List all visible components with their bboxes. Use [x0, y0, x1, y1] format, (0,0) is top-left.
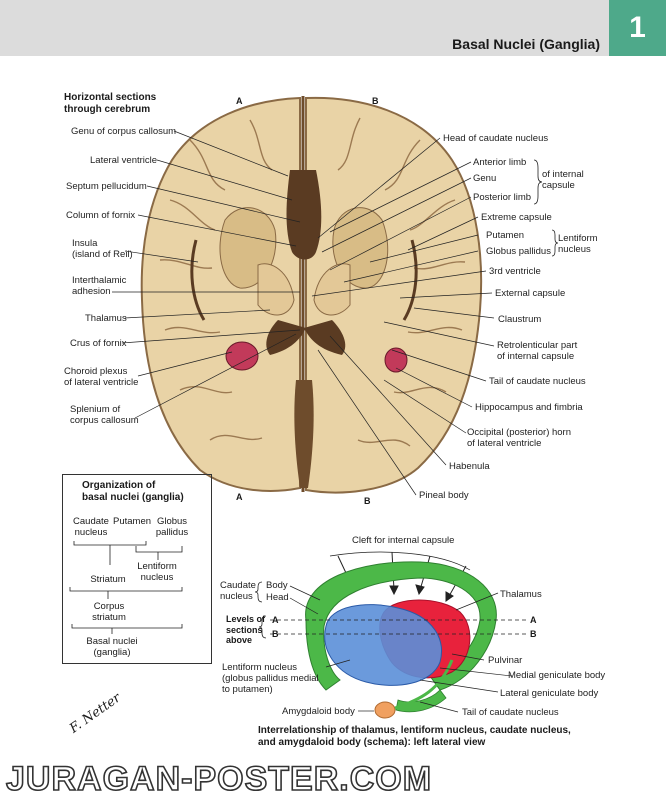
label-retrolenticular: Retrolenticular part of internal capsule [497, 340, 578, 362]
org-putamen: Putamen [112, 516, 152, 527]
organization-title: Organization of basal nuclei (ganglia) [82, 480, 184, 503]
label-schema-lentiform: Lentiform nucleus (globus pallidus media… [222, 662, 319, 695]
label-lentiform-nucleus: Lentiform nucleus [558, 233, 598, 255]
label-schema-tail-caudate: Tail of caudate nucleus [462, 707, 559, 718]
section-title: Horizontal sections through cerebrum [64, 92, 157, 115]
label-schema-caudate: Caudate nucleus [220, 580, 256, 602]
organization-box [62, 474, 212, 664]
label-schema-thalamus: Thalamus [500, 589, 542, 600]
label-thalamus: Thalamus [85, 313, 127, 324]
org-globus: Globus pallidus [155, 516, 189, 538]
section-marker-a-top: A [236, 96, 243, 106]
chapter-tab: 1 [609, 0, 666, 56]
page-title: Basal Nuclei (Ganglia) [452, 36, 600, 52]
label-internal-capsule: of internal capsule [542, 169, 584, 191]
header-bar [0, 0, 609, 56]
label-globus-pallidus: Globus pallidus [486, 246, 551, 257]
label-crus-fornix: Crus of fornix [70, 338, 127, 349]
label-extreme-capsule: Extreme capsule [481, 212, 552, 223]
section-marker-a-bottom: A [236, 492, 243, 502]
org-corpus-striatum: Corpus striatum [92, 601, 126, 623]
label-column-fornix: Column of fornix [66, 210, 136, 221]
label-level-b-right: B [530, 629, 537, 639]
label-level-a: A [272, 615, 279, 625]
label-schema-body: Body [266, 580, 288, 591]
label-insula: Insula (island of Reil) [72, 238, 133, 260]
label-schema-head: Head [266, 592, 289, 603]
label-lateral-geniculate: Lateral geniculate body [500, 688, 599, 699]
label-pineal-body: Pineal body [419, 490, 469, 501]
label-choroid-plexus: Choroid plexus of lateral ventricle [64, 366, 139, 388]
section-marker-b-top: B [372, 96, 379, 106]
label-posterior-limb: Posterior limb [473, 192, 532, 203]
label-splenium: Splenium of corpus callosum [70, 404, 139, 426]
label-habenula: Habenula [449, 461, 490, 472]
org-caudate: Caudate nucleus [73, 516, 109, 538]
section-marker-b-bottom: B [364, 496, 371, 506]
label-occipital-horn: Occipital (posterior) horn of lateral ve… [467, 427, 572, 449]
label-genu: Genu [473, 173, 497, 184]
label-external-capsule: External capsule [495, 288, 566, 299]
label-claustrum: Claustrum [498, 314, 542, 325]
schema-caption: Interrelationship of thalamus, lentiform… [258, 725, 571, 748]
label-amygdaloid: Amygdaloid body [282, 706, 355, 717]
label-cleft-internal-capsule: Cleft for internal capsule [352, 535, 455, 546]
org-lentiform: Lentiform nucleus [137, 561, 177, 583]
label-level-b: B [272, 629, 279, 639]
label-head-caudate: Head of caudate nucleus [443, 133, 549, 144]
label-septum-pellucidum: Septum pellucidum [66, 181, 147, 192]
label-anterior-limb: Anterior limb [473, 157, 527, 168]
label-medial-geniculate: Medial geniculate body [508, 670, 606, 681]
label-levels-sections: Levels of sections above [226, 614, 266, 645]
label-putamen: Putamen [486, 230, 525, 241]
label-lateral-ventricle: Lateral ventricle [90, 155, 158, 166]
watermark: JURAGAN-POSTER.COM [5, 759, 433, 799]
label-pulvinar: Pulvinar [488, 655, 523, 666]
label-level-a-right: A [530, 615, 537, 625]
label-third-ventricle: 3rd ventricle [489, 266, 541, 277]
org-basal-nuclei: Basal nuclei (ganglia) [86, 636, 138, 658]
org-striatum: Striatum [90, 574, 126, 585]
label-genu-corpus-callosum: Genu of corpus callosum [71, 126, 177, 137]
label-interthalamic-adhesion: Interthalamic adhesion [72, 275, 127, 297]
label-tail-caudate: Tail of caudate nucleus [489, 376, 586, 387]
label-hippocampus: Hippocampus and fimbria [475, 402, 583, 413]
